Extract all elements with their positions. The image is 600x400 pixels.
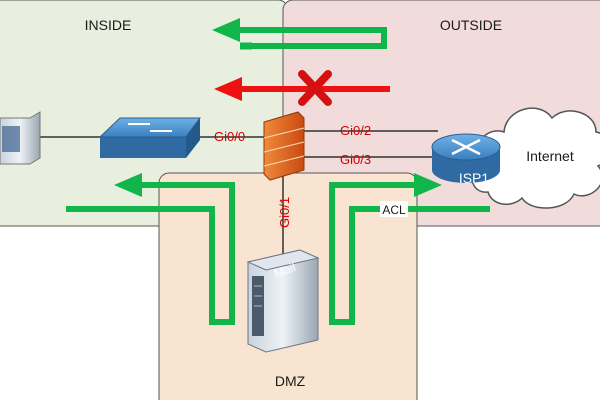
port-gi0-0-label: Gi0/0: [214, 129, 245, 144]
acl-label-bg: [380, 201, 408, 217]
port-gi0-3-label: Gi0/3: [340, 152, 371, 167]
allowed-inside-dmz-flow-arrow: [66, 173, 235, 325]
dmz-zone-label: DMZ: [275, 373, 306, 389]
port-gi0-1-label: Gi0/1: [277, 197, 292, 228]
outside-zone-label: OUTSIDE: [440, 17, 502, 33]
inside-zone-label: INSIDE: [85, 17, 132, 33]
mail-server-icon: [246, 249, 320, 353]
isp-router-icon: [431, 133, 501, 183]
switch-icon: [98, 117, 201, 158]
allowed-return-flow-arrow: [212, 18, 387, 50]
internet-label: Internet: [526, 148, 574, 164]
blocked-x-icon: [298, 70, 332, 106]
firewall-icon: [263, 111, 305, 181]
inside-server-icon: [0, 111, 41, 165]
isp-label: ISP1: [459, 170, 490, 186]
port-gi0-2-label: Gi0/2: [340, 123, 371, 138]
allowed-outside-dmz-flow-arrow: [329, 173, 490, 325]
acl-label: ACL: [382, 203, 406, 217]
